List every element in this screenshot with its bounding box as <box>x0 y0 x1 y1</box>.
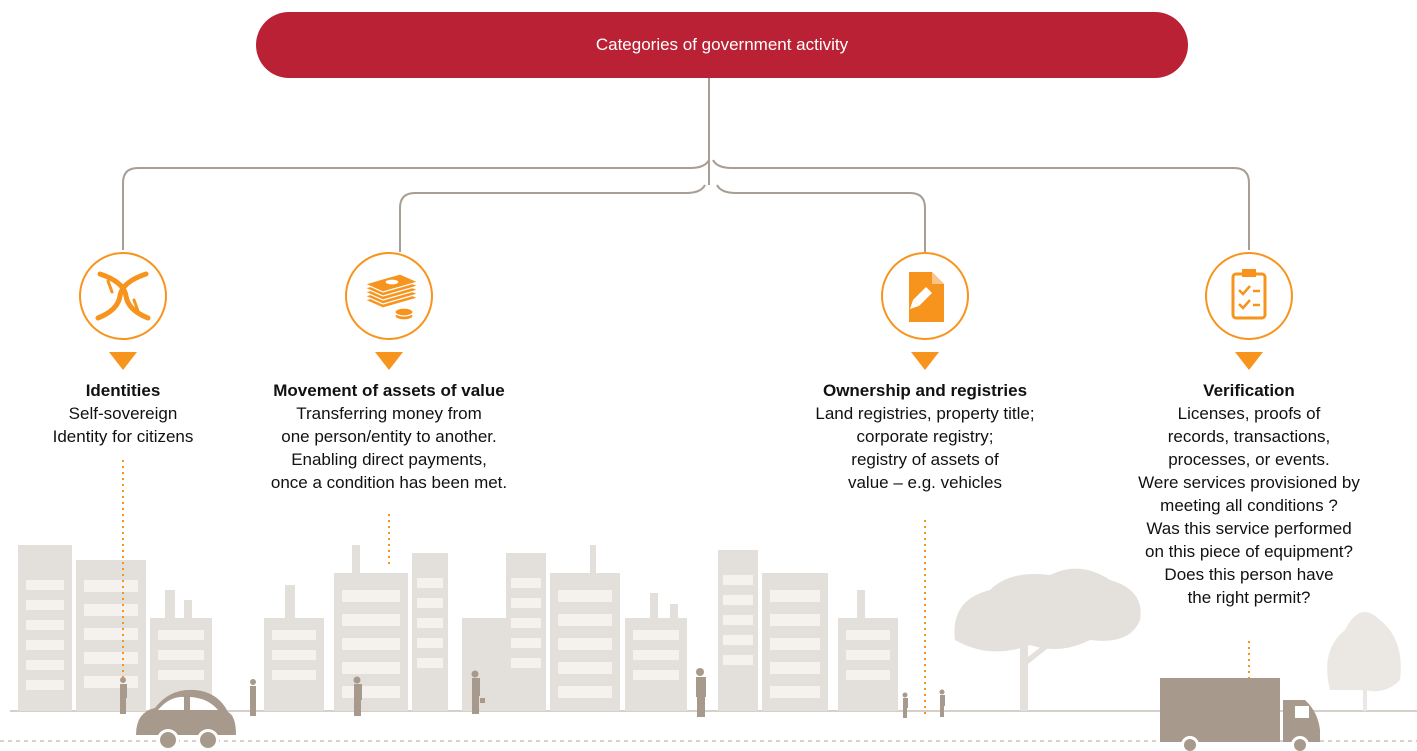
category-line: on this piece of equipment? <box>1145 542 1353 561</box>
category-line: corporate registry; <box>856 427 994 446</box>
category-title: Movement of assets of value <box>273 381 505 400</box>
category-ownership: Ownership and registries Land registries… <box>775 379 1075 494</box>
category-movement-of-assets: Movement of assets of value Transferring… <box>239 379 539 494</box>
category-line: records, transactions, <box>1167 427 1331 446</box>
category-line: once a condition has been met. <box>270 473 508 492</box>
connector-tree <box>122 78 1250 252</box>
pin-ownership <box>881 252 969 370</box>
category-line: Transferring money from <box>296 404 482 423</box>
small-tree <box>1327 612 1401 711</box>
category-line: one person/entity to another. <box>281 427 497 446</box>
header-title: Categories of government activity <box>595 35 849 54</box>
category-verification: Verification Licenses, proofs of records… <box>1099 379 1399 609</box>
category-line: value – e.g. vehicles <box>847 473 1003 492</box>
cityscape <box>18 545 898 711</box>
category-line: meeting all conditions ? <box>1160 496 1338 515</box>
category-identities: Identities Self-sovereign Identity for c… <box>23 379 223 448</box>
category-title: Identities <box>85 381 161 400</box>
category-line: Self-sovereign <box>68 404 178 423</box>
dna-icon <box>95 271 151 321</box>
category-line: Identity for citizens <box>52 427 194 446</box>
acacia-tree <box>954 568 1141 711</box>
header-banner: Categories of government activity <box>256 12 1188 78</box>
category-line: Was this service performed <box>1146 519 1352 538</box>
money-stack-icon <box>363 273 420 321</box>
category-title: Verification <box>1203 381 1295 400</box>
pedestrians <box>120 668 945 718</box>
pin-identities <box>79 252 167 370</box>
document-pen-icon <box>909 272 944 322</box>
building-windows <box>26 575 890 698</box>
category-line: Licenses, proofs of <box>1177 404 1321 423</box>
category-line: Were services provisioned by <box>1138 473 1360 492</box>
pin-verification <box>1205 252 1293 370</box>
category-line: registry of assets of <box>851 450 999 469</box>
category-line: Enabling direct payments, <box>291 450 487 469</box>
pin-assets <box>345 252 433 370</box>
category-line: processes, or events. <box>1168 450 1330 469</box>
category-line: Land registries, property title; <box>815 404 1035 423</box>
dotted-leaders <box>122 460 1250 715</box>
clipboard-checklist-icon <box>1231 269 1267 320</box>
car <box>136 689 236 751</box>
category-line: the right permit? <box>1187 588 1311 607</box>
truck <box>1160 678 1320 751</box>
category-line: Does this person have <box>1164 565 1334 584</box>
category-title: Ownership and registries <box>822 381 1028 400</box>
